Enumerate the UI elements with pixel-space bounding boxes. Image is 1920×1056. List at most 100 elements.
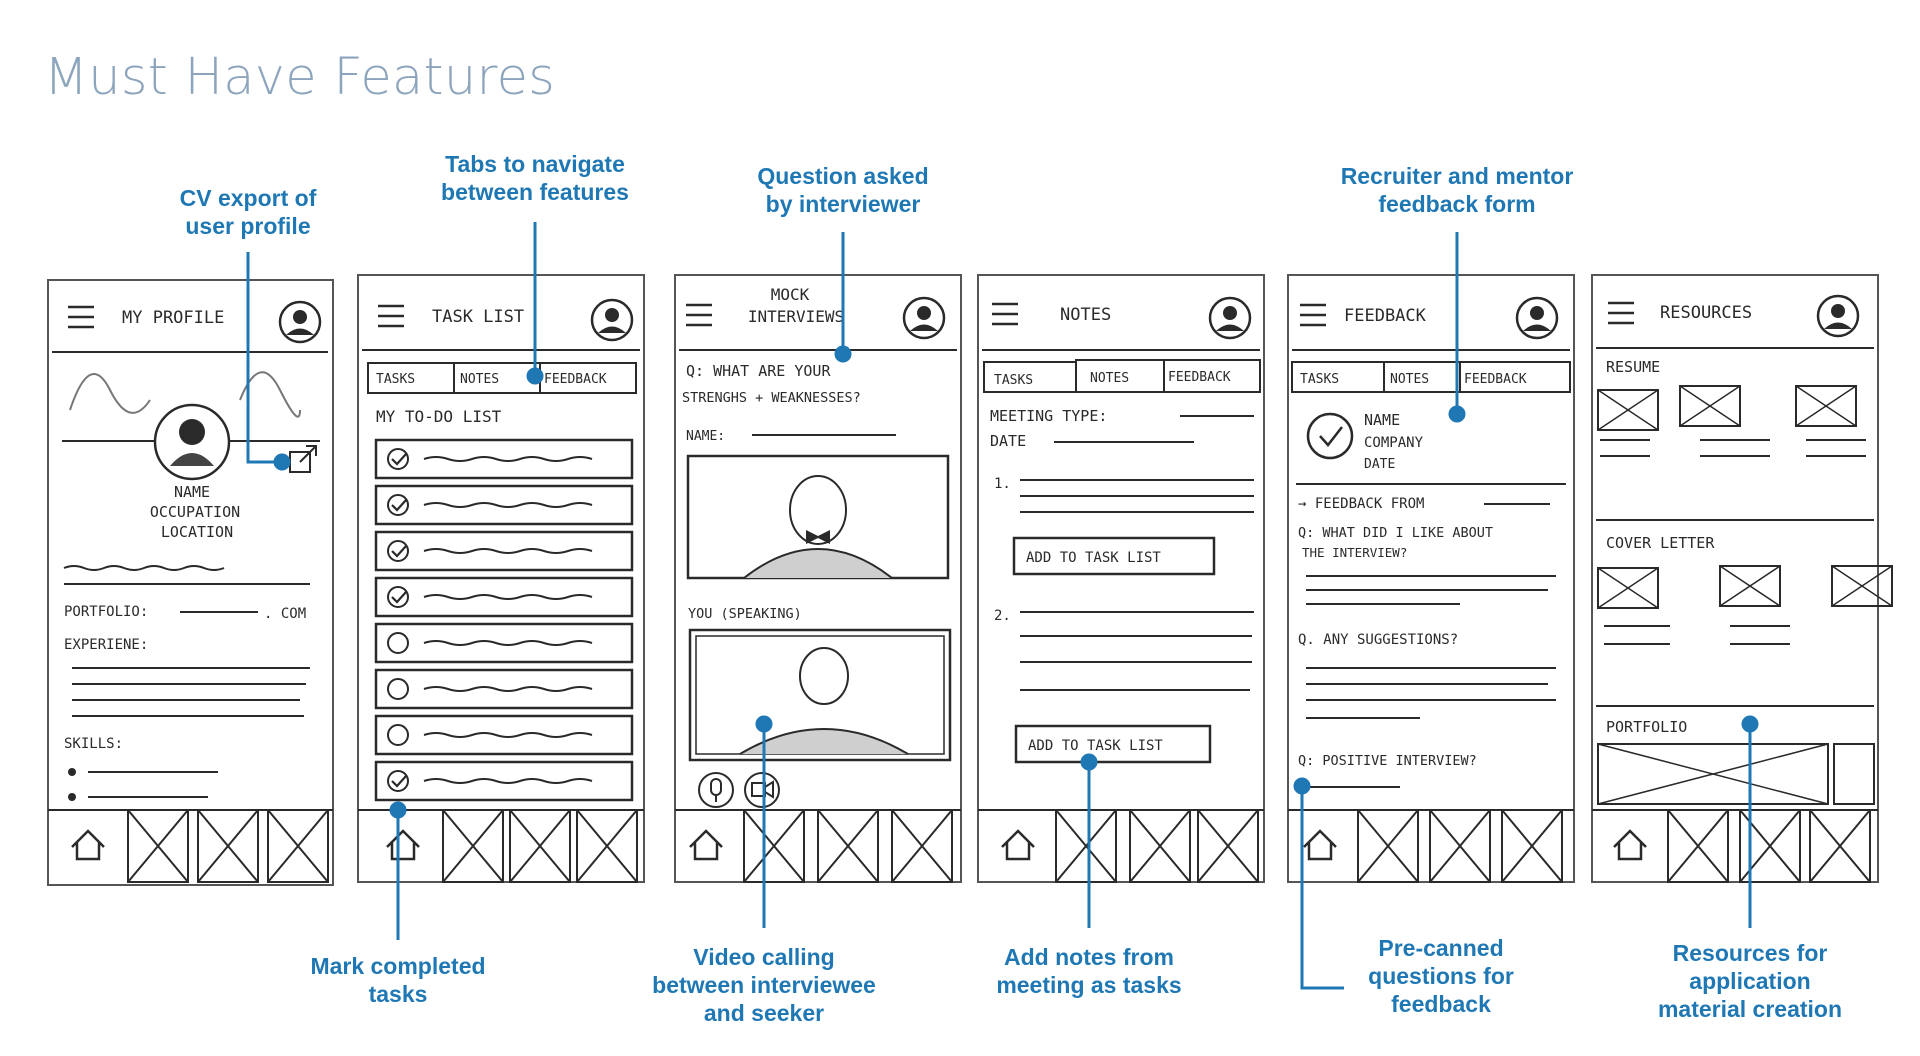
nav-placeholder-icon[interactable]: [1501, 809, 1563, 883]
task-row[interactable]: [374, 484, 634, 526]
feedback-name: NAME: [1364, 411, 1400, 429]
nav-placeholder-icon[interactable]: [1429, 809, 1491, 883]
home-icon[interactable]: [70, 829, 106, 861]
feedback-q1-line1: Q: WHAT DID I LIKE ABOUT: [1298, 525, 1493, 541]
resources-section-resume: RESUME: [1606, 358, 1660, 376]
checkmark-icon: [391, 499, 407, 512]
nav-placeholder-icon[interactable]: [1809, 809, 1871, 883]
nav-placeholder-icon[interactable]: [1667, 809, 1729, 883]
nav-placeholder-icon[interactable]: [1197, 809, 1259, 883]
feedback-company: COMPANY: [1364, 435, 1424, 451]
tab-feedback[interactable]: [1459, 361, 1571, 393]
checkbox-icon[interactable]: [387, 494, 409, 516]
notes-item1: 1.: [994, 476, 1011, 492]
task-row[interactable]: [374, 760, 634, 802]
task-row[interactable]: [374, 530, 634, 572]
resume-thumbnails[interactable]: [1597, 385, 1866, 457]
check-circle-icon: [1306, 412, 1354, 460]
avatar-icon[interactable]: [1816, 294, 1860, 338]
add-to-task-list-button-2[interactable]: ADD TO TASK LIST: [1014, 724, 1212, 764]
nav-placeholder-icon[interactable]: [197, 809, 259, 883]
checkbox-icon[interactable]: [387, 632, 409, 654]
notes-date: DATE: [990, 432, 1026, 450]
mock-header-line2: INTERVIEWS: [748, 307, 844, 326]
hamburger-icon[interactable]: [1606, 301, 1636, 325]
task-row[interactable]: [374, 576, 634, 618]
add-to-task-list-button-1[interactable]: ADD TO TASK LIST: [1012, 536, 1216, 576]
feedback-header: FEEDBACK: [1344, 306, 1427, 326]
camera-icon[interactable]: [744, 772, 780, 808]
home-icon[interactable]: [688, 829, 724, 861]
nav-placeholder-icon[interactable]: [743, 809, 805, 883]
nav-placeholder-icon[interactable]: [509, 809, 571, 883]
avatar-icon[interactable]: [1515, 296, 1559, 340]
nav-placeholder-icon[interactable]: [576, 809, 638, 883]
hamburger-icon[interactable]: [66, 305, 96, 329]
portfolio-thumbnails[interactable]: [1597, 743, 1875, 805]
notes-header: NOTES: [1060, 305, 1111, 325]
hamburger-icon[interactable]: [376, 304, 406, 328]
hamburger-icon[interactable]: [684, 303, 714, 327]
nav-placeholder-icon[interactable]: [1357, 809, 1419, 883]
hamburger-icon[interactable]: [1298, 303, 1328, 327]
checkbox-icon[interactable]: [387, 540, 409, 562]
screen-notes: NOTES TASKS NOTES FEEDBACK MEETING TYPE:…: [977, 274, 1265, 883]
todo-list-title: MY TO-DO LIST: [376, 407, 502, 426]
self-video: [688, 628, 952, 762]
callout-cv-export: CV export of user profile: [179, 185, 317, 239]
mock-question-line1: Q: WHAT ARE YOUR: [686, 362, 831, 380]
nav-placeholder-icon[interactable]: [1055, 809, 1117, 883]
cover-letter-thumbnails[interactable]: [1597, 565, 1893, 645]
profile-skills-label: SKILLS:: [64, 736, 123, 752]
svg-text:ADD TO TASK LIST: ADD TO TASK LIST: [1026, 550, 1161, 566]
task-row[interactable]: [374, 668, 634, 710]
profile-occupation: OCCUPATION: [150, 503, 240, 521]
profile-portfolio-label: PORTFOLIO:: [64, 604, 148, 620]
nav-placeholder-icon[interactable]: [1129, 809, 1191, 883]
avatar-icon[interactable]: [278, 300, 322, 344]
avatar-icon[interactable]: [1208, 296, 1252, 340]
tasks-header: TASK LIST: [432, 307, 524, 327]
avatar-icon[interactable]: [590, 298, 634, 342]
task-row[interactable]: [374, 714, 634, 756]
profile-portfolio-suffix: . COM: [264, 606, 306, 622]
home-icon[interactable]: [1000, 829, 1036, 861]
home-icon[interactable]: [1302, 829, 1338, 861]
checkbox-icon[interactable]: [387, 678, 409, 700]
hamburger-icon[interactable]: [990, 302, 1020, 326]
notes-meeting-type: MEETING TYPE:: [990, 407, 1107, 425]
tab-feedback[interactable]: [1163, 359, 1261, 393]
home-icon[interactable]: [1612, 829, 1648, 861]
callout-video-calling: Video calling between interviewee and se…: [652, 944, 876, 1026]
resources-section-cover: COVER LETTER: [1606, 534, 1715, 552]
checkbox-icon[interactable]: [387, 724, 409, 746]
tab-tasks-label: TASKS: [994, 373, 1033, 388]
nav-placeholder-icon[interactable]: [127, 809, 189, 883]
feedback-q2: Q. ANY SUGGESTIONS?: [1298, 632, 1458, 648]
page-title: Must Have Features: [44, 48, 556, 107]
profile-location: LOCATION: [161, 523, 233, 541]
profile-name: NAME: [174, 483, 210, 501]
nav-placeholder-icon[interactable]: [891, 809, 953, 883]
nav-placeholder-icon[interactable]: [267, 809, 329, 883]
feedback-q1-line2: THE INTERVIEW?: [1302, 545, 1407, 560]
callout-question-asked: Question asked by interviewer: [757, 163, 929, 217]
task-row[interactable]: [374, 622, 634, 664]
checkmark-icon: [391, 453, 407, 466]
microphone-icon[interactable]: [698, 772, 734, 808]
home-icon[interactable]: [385, 829, 421, 861]
checkbox-icon[interactable]: [387, 448, 409, 470]
mock-question-line2: STRENGHS + WEAKNESSES?: [682, 390, 861, 406]
nav-placeholder-icon[interactable]: [817, 809, 879, 883]
avatar-icon[interactable]: [902, 296, 946, 340]
tab-notes-label: NOTES: [1090, 371, 1129, 386]
screen-mock-interviews: MOCK INTERVIEWS Q: WHAT ARE YOUR STRENGH…: [674, 274, 962, 883]
task-row[interactable]: [374, 438, 634, 480]
nav-placeholder-icon[interactable]: [442, 809, 504, 883]
checkbox-icon[interactable]: [387, 770, 409, 792]
export-icon[interactable]: [289, 445, 317, 473]
checkbox-icon[interactable]: [387, 586, 409, 608]
tab-tasks-label: TASKS: [376, 372, 415, 387]
callout-recruiter-form: Recruiter and mentor feedback form: [1340, 163, 1574, 217]
checkmark-icon: [391, 591, 407, 604]
